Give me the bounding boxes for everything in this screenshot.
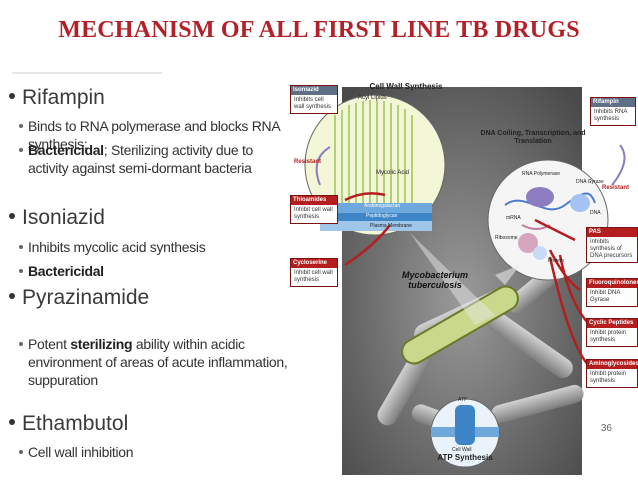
atp-synthesis-title: ATP Synthesis [410, 453, 520, 462]
mycolic-acid-label: Mycolic Acid [376, 170, 409, 176]
page-number: 36 [601, 423, 612, 434]
point-text: Inhibits mycolic acid synthesis [28, 239, 205, 255]
atp-synthase [455, 405, 475, 445]
dna-gyrase-label: DNA Gyrase [576, 179, 604, 185]
peptidoglycan-label: Peptidoglycan [366, 213, 397, 219]
point-bold: Bactericidal [28, 263, 104, 279]
resistant-label-right: Resistant [602, 185, 629, 191]
point-bold: Bactericidal [28, 142, 104, 158]
point-text: Potent [28, 336, 70, 352]
cell-wall-synthesis-title: Cell Wall Synthesis [352, 82, 460, 91]
drug-name-isoniazid: Isoniazid [22, 206, 105, 229]
isoniazid-point-1: Inhibits mycolic acid synthesis [28, 238, 290, 256]
resistance-arrow-right [612, 145, 625, 185]
bullet-rifampin: Rifampin [8, 86, 105, 110]
bullet-pyrazinamide: Pyrazinamide [8, 286, 149, 310]
bullet-dot [9, 419, 15, 425]
bullet-dot [9, 93, 15, 99]
atp-label: ATP [458, 397, 467, 403]
slide-title: MECHANISM OF ALL FIRST LINE TB DRUGS [0, 17, 638, 44]
isoniazid-point-2: Bactericidal [28, 262, 290, 280]
drug-name-pyrazinamide: Pyrazinamide [22, 286, 149, 309]
rna-polymerase-label: RNA Polymerase [522, 171, 560, 177]
arabinogalactan-label: Arabinogalactan [364, 203, 400, 209]
mrna-label: mRNA [506, 215, 521, 221]
rna-polymerase-shape [526, 187, 554, 207]
organism-label: Mycobacterium tuberculosis [385, 270, 485, 290]
point-text: Cell wall inhibition [28, 444, 133, 460]
point-bold: sterilizing [70, 336, 132, 352]
tb-drug-mechanism-figure: Cell Wall Synthesis DNA Coiling, Transcr… [290, 75, 638, 475]
ribosome-subunit [533, 246, 547, 260]
acyl-lipids-label: Acyl Lipids [358, 95, 387, 101]
header-divider [12, 72, 162, 74]
bullet-ethambutol: Ethambutol [8, 412, 128, 436]
cell-wall-label: Cell Wall [452, 447, 472, 453]
drug-name-rifampin: Rifampin [22, 86, 105, 109]
dna-title: DNA Coiling, Transcription, and Translat… [480, 130, 586, 146]
bullet-isoniazid: Isoniazid [8, 206, 105, 230]
ethambutol-point-1: Cell wall inhibition [28, 443, 290, 461]
dna-label: DNA [590, 210, 601, 216]
resistant-label-left: Resistant [294, 159, 321, 165]
ribosome-label: Ribosome [495, 235, 518, 241]
bullet-dot [9, 293, 15, 299]
pyrazinamide-point-1: Potent sterilizing ability within acidic… [28, 335, 290, 389]
drug-name-ethambutol: Ethambutol [22, 412, 128, 435]
bullet-dot [9, 213, 15, 219]
plasma-membrane-label: Plasma Membrane [370, 223, 412, 229]
dna-gyrase-shape [570, 194, 590, 212]
rifampin-point-2: Bactericidal; Sterilizing activity due t… [28, 141, 290, 177]
protein-label: Protein [548, 258, 564, 264]
